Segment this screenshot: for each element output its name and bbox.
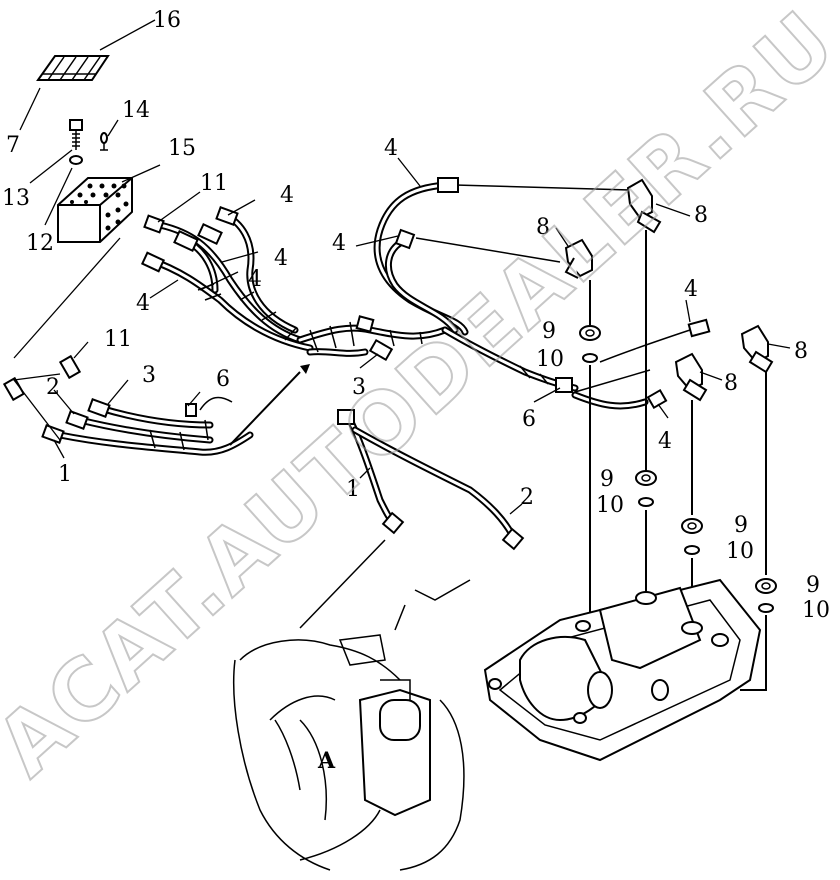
callout-4: 4	[248, 267, 262, 292]
callout-9: 9	[542, 319, 556, 344]
callout-10: 10	[536, 347, 564, 372]
callout-6: 6	[216, 367, 230, 392]
hose-right-lower	[441, 318, 711, 410]
callout-4: 4	[384, 136, 398, 161]
callout-4: 4	[658, 429, 672, 454]
transmission-housing	[483, 578, 762, 762]
nut-9d	[755, 578, 777, 594]
callout-10: 10	[802, 598, 830, 623]
pin-14	[100, 132, 108, 151]
elbow-fitting-8d	[674, 352, 708, 402]
seal-10c	[684, 545, 700, 555]
callout-1: 1	[58, 462, 72, 487]
callout-8: 8	[536, 215, 550, 240]
hose-lower-center	[299, 409, 525, 629]
callout-9: 9	[600, 467, 614, 492]
nut-9b	[635, 470, 657, 486]
callout-4: 4	[332, 231, 346, 256]
nut-9c	[681, 518, 703, 534]
harness-center	[296, 315, 449, 362]
washer-12	[69, 155, 83, 165]
label-plate-16	[36, 55, 110, 81]
callout-10: 10	[726, 539, 754, 564]
callout-4: 4	[280, 183, 294, 208]
callout-8: 8	[794, 339, 808, 364]
leader-lines	[12, 19, 791, 459]
callout-11: 11	[200, 171, 228, 196]
callout-6: 6	[522, 407, 536, 432]
callouts: 16 7 14 13 15 12 11 4 4 4 4 4 4 4 4 8 8 …	[2, 8, 830, 623]
pump-assembly	[232, 579, 471, 871]
callout-4: 4	[274, 246, 288, 271]
callout-10: 10	[596, 493, 624, 518]
elbow-fitting-8c	[740, 324, 774, 374]
callout-13: 13	[2, 186, 30, 211]
junction-block-15	[57, 177, 133, 243]
elbow-fitting-8a	[626, 178, 662, 234]
callout-7: 7	[6, 133, 20, 158]
callout-9: 9	[806, 573, 820, 598]
callout-8: 8	[694, 203, 708, 228]
callout-11: 11	[104, 327, 132, 352]
callout-1: 1	[346, 477, 360, 502]
callout-8: 8	[724, 371, 738, 396]
elbow-fitting-8b	[564, 238, 593, 279]
callout-2: 2	[520, 485, 534, 510]
callout-9: 9	[734, 513, 748, 538]
harness-upper-left	[140, 206, 314, 352]
nut-9a	[579, 325, 601, 341]
seal-10a	[582, 353, 598, 363]
seal-10d	[758, 603, 774, 613]
bolt-13	[69, 119, 83, 150]
seal-10b	[638, 497, 654, 507]
callout-15: 15	[168, 136, 196, 161]
callout-4: 4	[684, 277, 698, 302]
callout-3: 3	[352, 375, 366, 400]
callout-14: 14	[122, 98, 150, 123]
callout-12: 12	[26, 231, 54, 256]
sensor-leads-left	[2, 354, 310, 456]
hose-right-upper	[373, 177, 631, 336]
callout-16: 16	[153, 8, 181, 33]
callout-3: 3	[142, 363, 156, 388]
callout-4: 4	[136, 291, 150, 316]
view-label: A	[317, 748, 336, 774]
callout-2: 2	[46, 375, 60, 400]
